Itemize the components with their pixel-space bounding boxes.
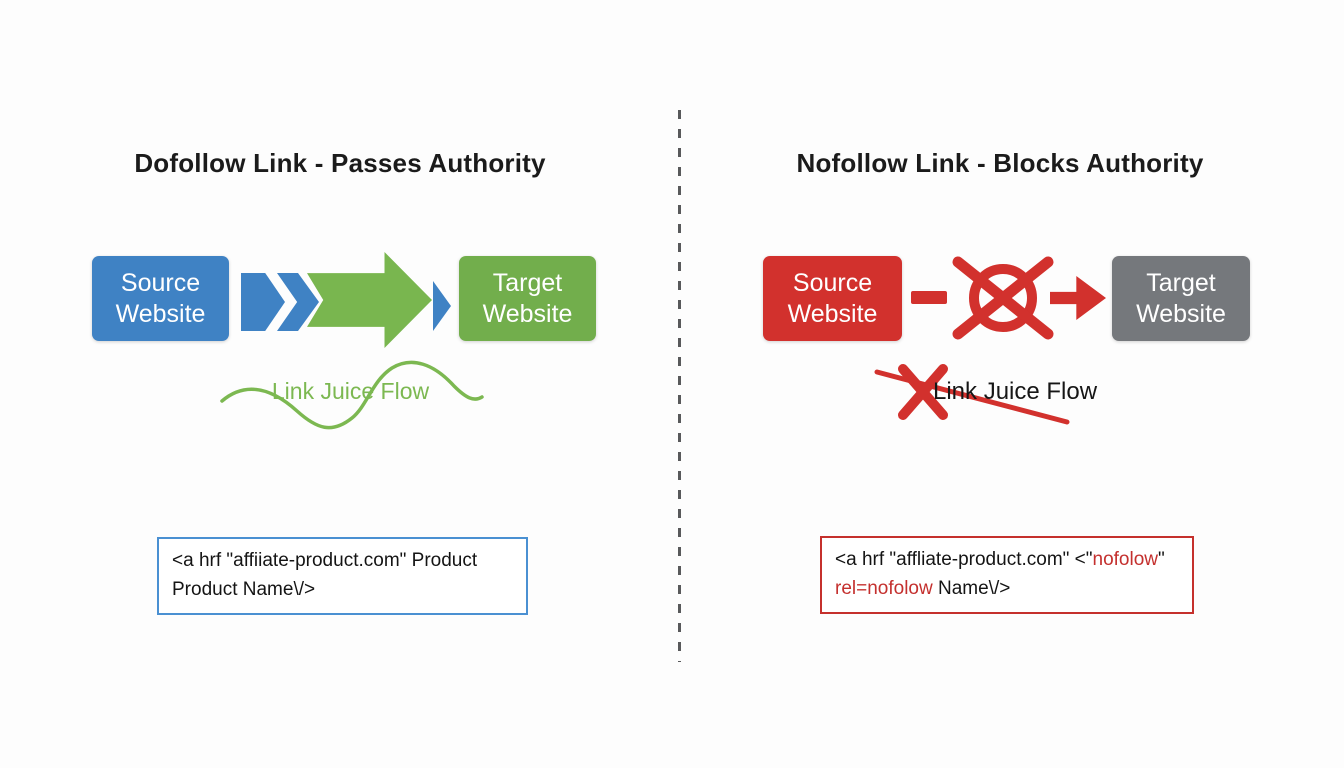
dofollow-source-line1: Source xyxy=(120,268,201,297)
dofollow-target-line1: Target xyxy=(492,268,563,297)
nofollow-code-line2: rel=nofolow Name\/> xyxy=(835,574,1179,603)
dofollow-title: Dofollow Link - Passes Authority xyxy=(134,148,546,178)
crossed-out-x-and-strike-icon xyxy=(874,364,1070,425)
nofollow-target-line1: Target xyxy=(1146,268,1216,297)
code-red-text: nofolow xyxy=(1092,549,1159,570)
red-arrow-icon xyxy=(1050,276,1106,320)
nofollow-target-line2: Website xyxy=(1136,299,1226,328)
blue-triangle-icon xyxy=(433,281,451,331)
code-text: Name\/> xyxy=(932,578,1011,599)
nofollow-source-website-box: Source Website xyxy=(763,256,902,341)
dofollow-target-website-box: Target Website xyxy=(459,256,596,341)
nofollow-source-line2: Website xyxy=(787,299,878,328)
blocked-circle-x-icon xyxy=(952,256,1054,340)
dofollow-flow-label: Link Juice Flow xyxy=(271,378,430,404)
green-flow-arrow-icon xyxy=(307,252,432,348)
dofollow-source-website-box: Source Website xyxy=(92,256,229,341)
nofollow-source-line1: Source xyxy=(792,268,873,297)
red-dash-icon xyxy=(911,291,947,304)
nofollow-target-website-box: Target Website xyxy=(1112,256,1250,341)
dofollow-code-line1: <a hrf "affiiate-product.com" Product xyxy=(172,550,478,571)
dofollow-source-line2: Website xyxy=(115,299,206,328)
dofollow-code-snippet: <a hrf "affiiate-product.com" Product Pr… xyxy=(157,537,528,615)
nofollow-title: Nofollow Link - Blocks Authority xyxy=(796,148,1204,178)
dofollow-code-line2: Product Name\/> xyxy=(172,579,316,600)
nofollow-code-snippet: <a hrf "affliate-product.com" <"nofolow"… xyxy=(820,536,1194,614)
code-red-text: rel=nofolow xyxy=(835,578,933,599)
link-juice-wave-icon xyxy=(220,360,484,430)
code-text: " xyxy=(1158,549,1165,570)
nofollow-code-line1: <a hrf "affliate-product.com" <"nofolow" xyxy=(835,545,1179,574)
dofollow-target-line2: Website xyxy=(482,299,573,328)
vertical-dashed-divider xyxy=(678,110,681,662)
code-text: <a hrf "affliate-product.com" <" xyxy=(835,549,1093,570)
blue-chevron-icon xyxy=(241,273,285,331)
nofollow-flow-label: Link Juice Flow xyxy=(933,378,1098,405)
